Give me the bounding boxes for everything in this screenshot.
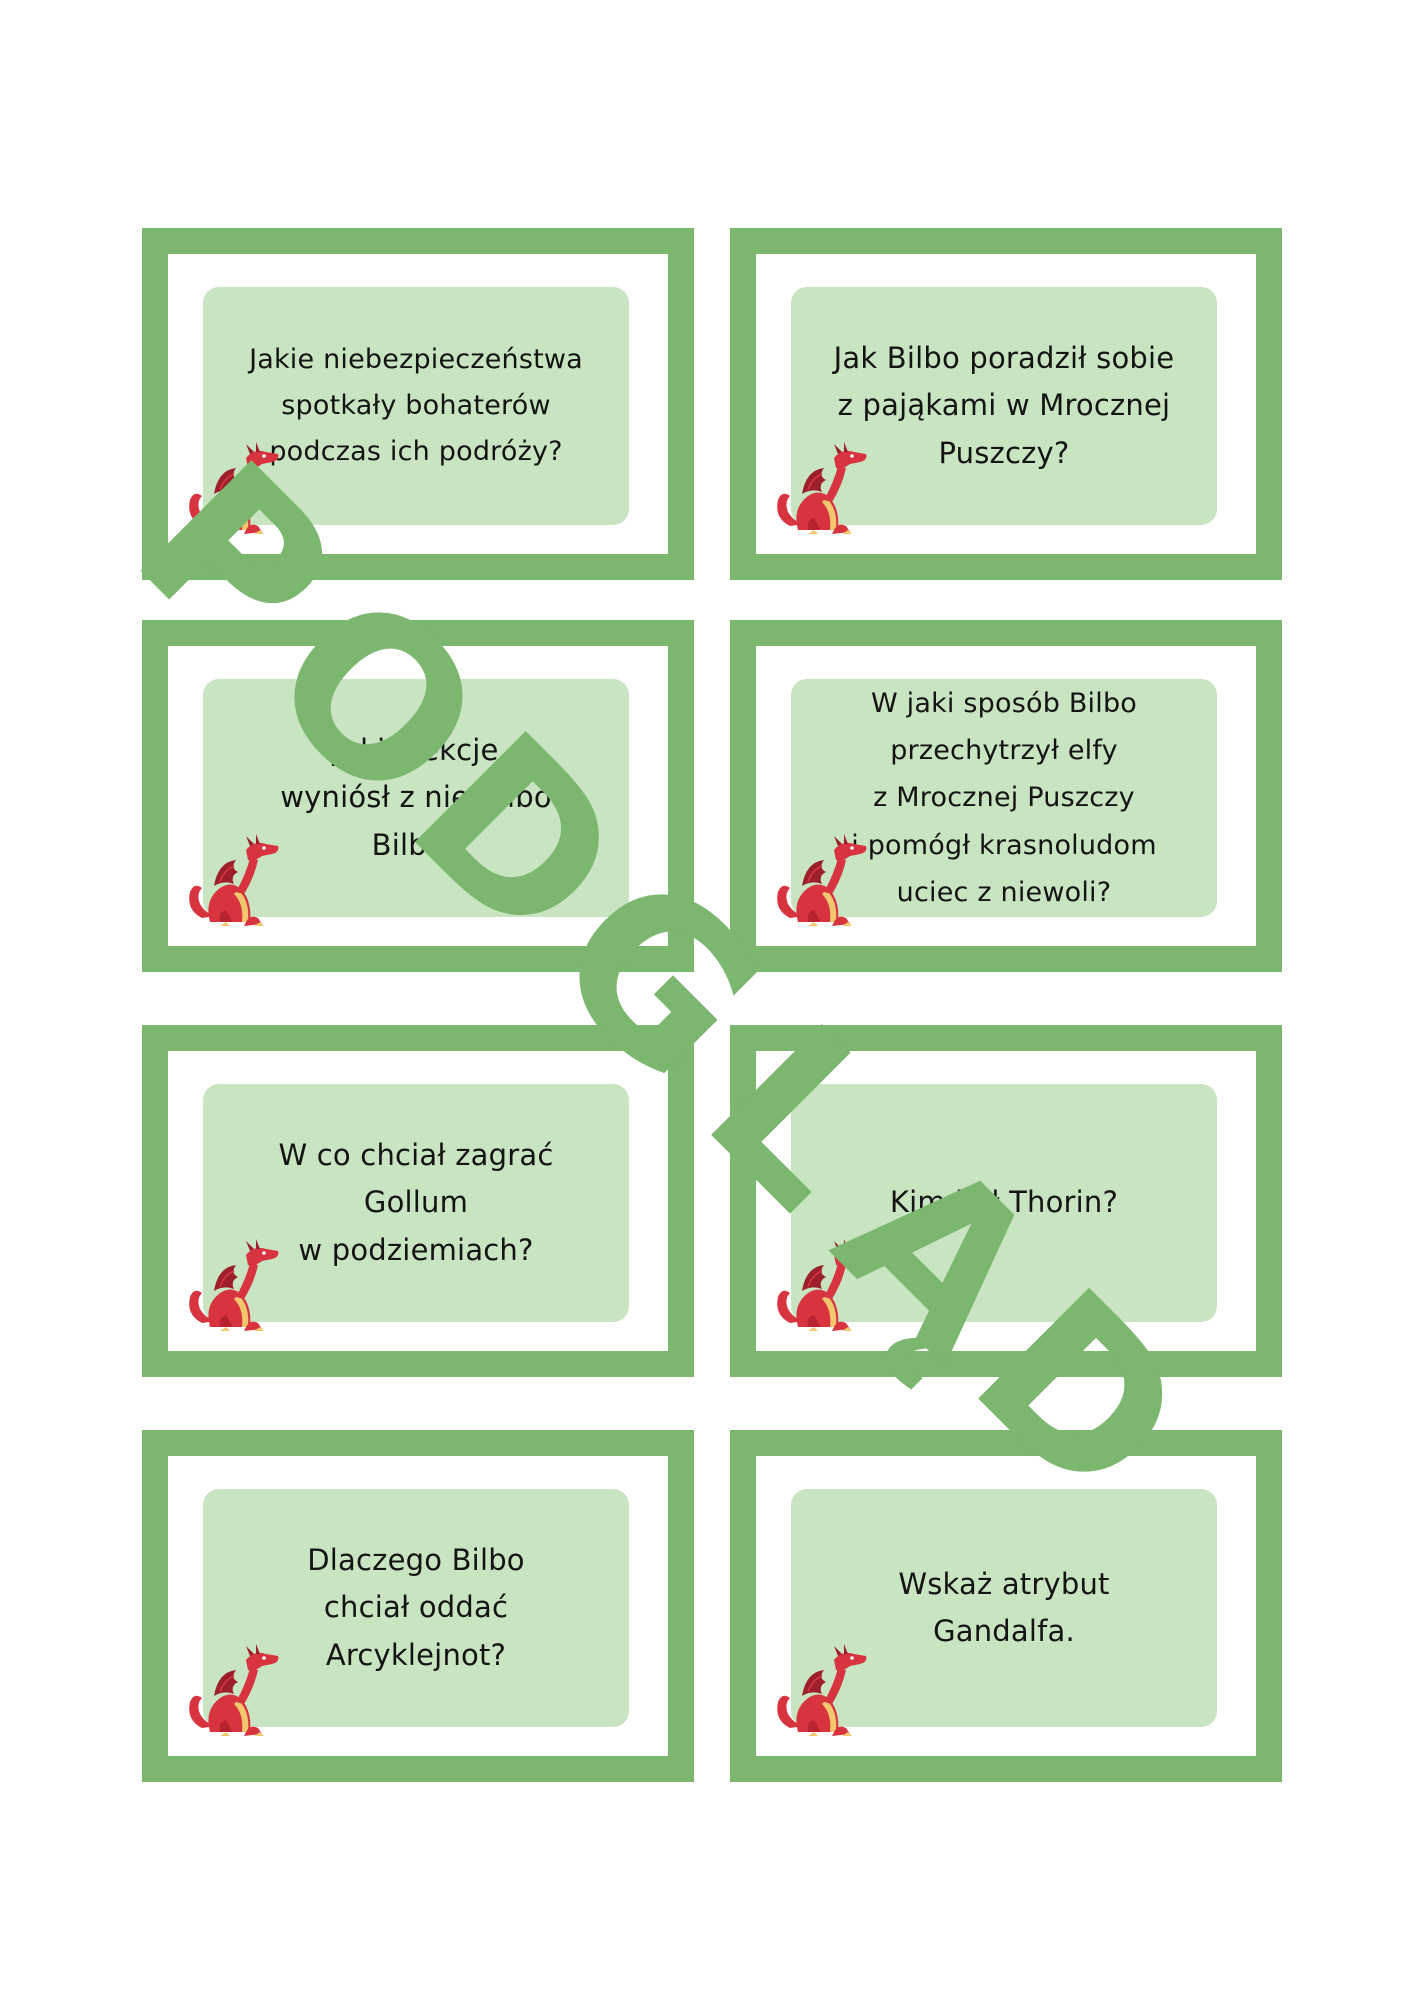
red-dragon-icon — [776, 1238, 868, 1332]
question-box: W jaki sposób Bilbo przechytrzył elfy z … — [791, 679, 1217, 917]
question-text: W jaki sposób Bilbo przechytrzył elfy z … — [851, 687, 1157, 908]
card-inner: Jakie niebezpieczeństwa spotkały bohater… — [168, 254, 668, 554]
card-inner: Kim był Thorin? — [756, 1051, 1256, 1351]
question-card: Jakie lekcje wyniósł z nie Bilbo Bilbo? — [142, 620, 694, 972]
question-box: Jak Bilbo poradził sobie z pająkami w Mr… — [791, 287, 1217, 525]
question-text: Dlaczego Bilbo chciał oddać Arcyklejnot? — [307, 1543, 525, 1672]
question-text: Jak Bilbo poradził sobie z pająkami w Mr… — [833, 341, 1175, 470]
red-dragon-icon — [776, 441, 868, 535]
question-card: W co chciał zagrać Gollum w podziemiach? — [142, 1025, 694, 1377]
question-text: Kim był Thorin? — [889, 1185, 1119, 1220]
card-inner: W jaki sposób Bilbo przechytrzył elfy z … — [756, 646, 1256, 946]
question-box: Dlaczego Bilbo chciał oddać Arcyklejnot? — [203, 1489, 629, 1727]
question-box: Jakie lekcje wyniósł z nie Bilbo Bilbo? — [203, 679, 629, 917]
card-inner: W co chciał zagrać Gollum w podziemiach? — [168, 1051, 668, 1351]
question-text: Jakie niebezpieczeństwa spotkały bohater… — [249, 344, 583, 467]
question-card: Kim był Thorin? — [730, 1025, 1282, 1377]
question-card: Wskaż atrybut Gandalfa. — [730, 1430, 1282, 1782]
red-dragon-icon — [188, 1238, 280, 1332]
card-inner: Dlaczego Bilbo chciał oddać Arcyklejnot? — [168, 1456, 668, 1756]
card-inner: Wskaż atrybut Gandalfa. — [756, 1456, 1256, 1756]
question-card: Jakie niebezpieczeństwa spotkały bohater… — [142, 228, 694, 580]
red-dragon-icon — [776, 1643, 868, 1737]
question-card: Jak Bilbo poradził sobie z pająkami w Mr… — [730, 228, 1282, 580]
question-box: W co chciał zagrać Gollum w podziemiach? — [203, 1084, 629, 1322]
question-card: W jaki sposób Bilbo przechytrzył elfy z … — [730, 620, 1282, 972]
red-dragon-icon — [188, 833, 280, 927]
question-text: W co chciał zagrać Gollum w podziemiach? — [278, 1138, 554, 1267]
red-dragon-icon — [188, 1643, 280, 1737]
question-box: Jakie niebezpieczeństwa spotkały bohater… — [203, 287, 629, 525]
red-dragon-icon — [776, 833, 868, 927]
question-box: Wskaż atrybut Gandalfa. — [791, 1489, 1217, 1727]
question-card: Dlaczego Bilbo chciał oddać Arcyklejnot? — [142, 1430, 694, 1782]
card-inner: Jakie lekcje wyniósł z nie Bilbo Bilbo? — [168, 646, 668, 946]
question-text: Wskaż atrybut Gandalfa. — [898, 1566, 1110, 1648]
red-dragon-icon — [188, 441, 280, 535]
question-box: Kim był Thorin? — [791, 1084, 1217, 1322]
question-text: Jakie lekcje wyniósł z nie Bilbo Bilbo? — [280, 733, 552, 862]
card-inner: Jak Bilbo poradził sobie z pająkami w Mr… — [756, 254, 1256, 554]
